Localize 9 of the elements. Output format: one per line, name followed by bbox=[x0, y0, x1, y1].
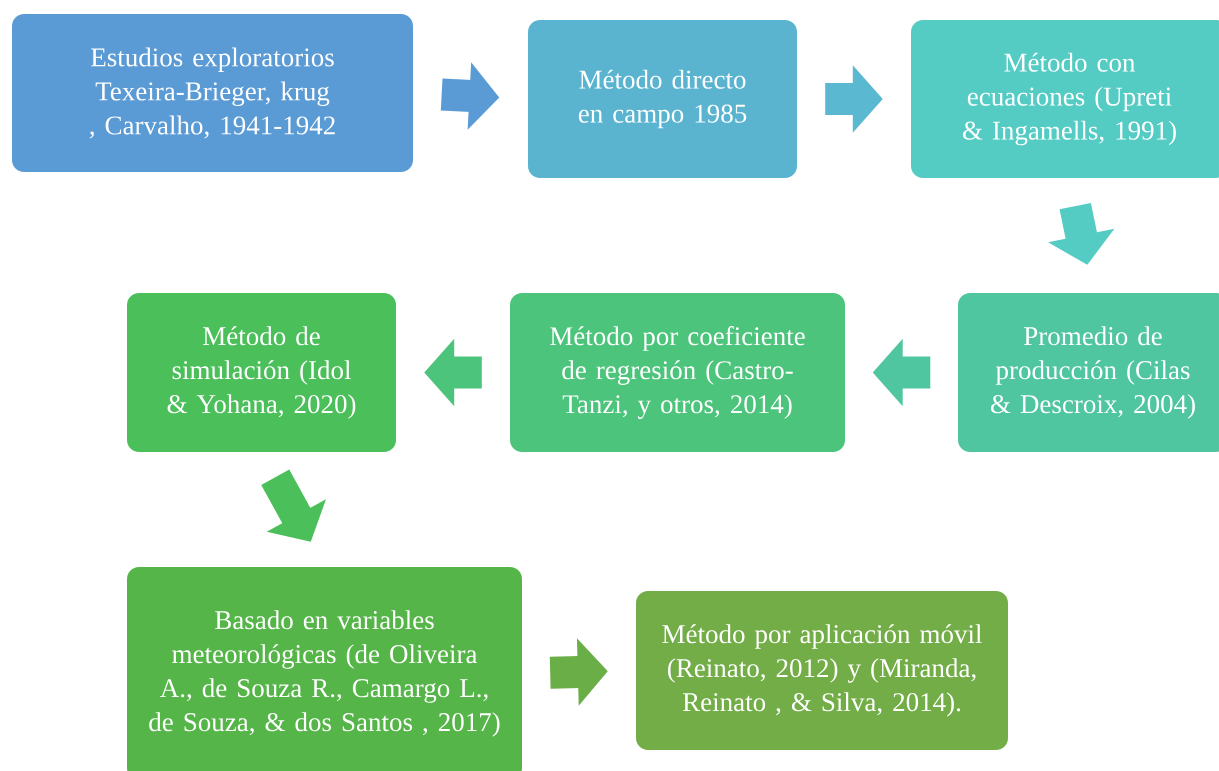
block-arrow bbox=[261, 469, 326, 542]
process-box: Método por coeficiente de regresión (Castro-Tanzi, y otros, 2014) bbox=[510, 293, 845, 452]
process-box: Método con ecuaciones (Upreti & Ingamells, 1991) bbox=[911, 20, 1219, 178]
process-box: Basado en variables meteorológicas (de Oliveira A., de Souza R., Camargo L., de Souza, & dos Santos , 2017) bbox=[127, 567, 522, 771]
process-box: Método de simulación (Idol & Yohana, 2020) bbox=[127, 293, 396, 452]
process-box: Método directo en campo 1985 bbox=[528, 20, 797, 178]
process-box: Estudios exploratorios Texeira-Brieger, krug , Carvalho, 1941-1942 bbox=[12, 14, 413, 172]
process-box: Método por aplicación móvil (Reinato, 2012) y (Miranda, Reinato , & Silva, 2014). bbox=[636, 591, 1008, 750]
process-box: Promedio de producción (Cilas & Descroix, 2004) bbox=[958, 293, 1219, 452]
